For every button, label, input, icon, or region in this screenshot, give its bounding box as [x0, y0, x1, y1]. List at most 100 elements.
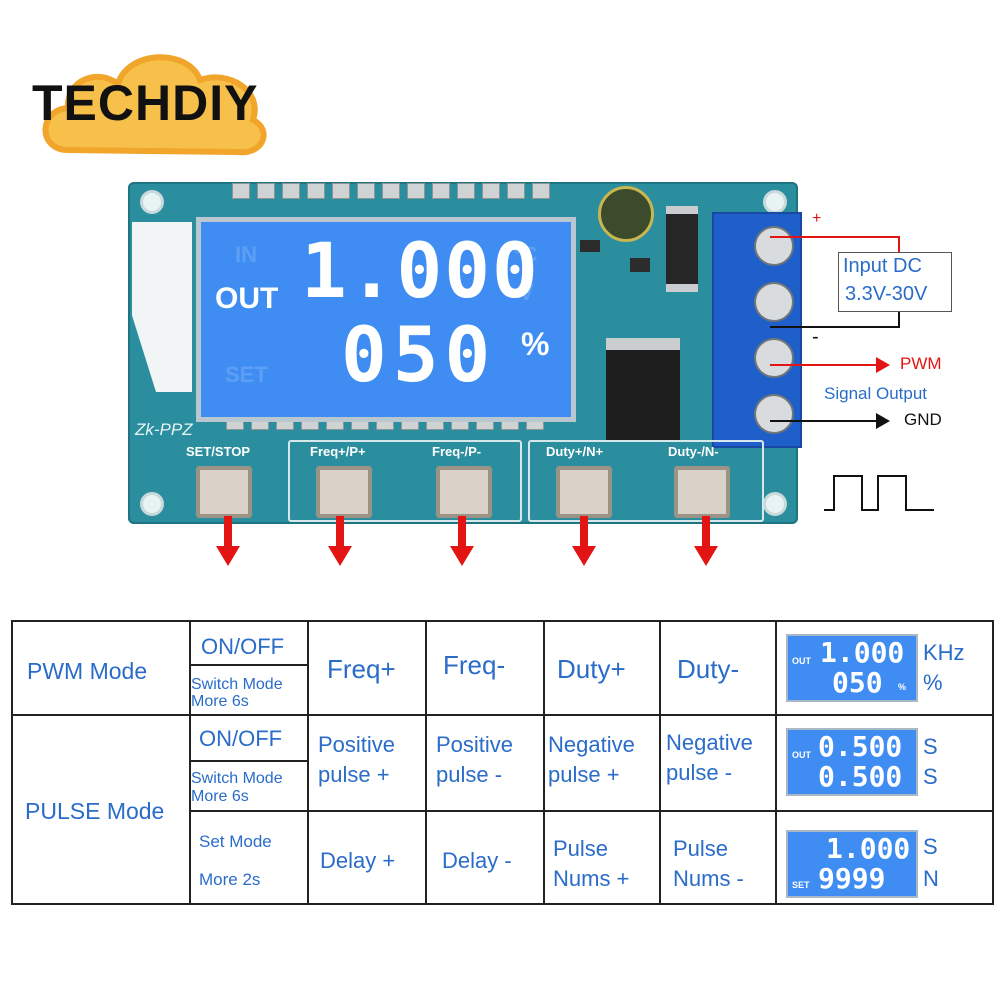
table-border [659, 620, 661, 905]
mini-lcd-line2: 050 [832, 666, 883, 699]
pwm-duty-plus: Duty+ [557, 654, 626, 684]
pulse-mini-lcd: OUT 0.500 0.500 [786, 728, 918, 796]
button-label-duty-minus: Duty-/N- [668, 444, 719, 459]
freq-minus-button[interactable] [436, 466, 492, 518]
table-border [189, 760, 309, 762]
table-border [992, 620, 994, 905]
negative-wire [898, 310, 900, 328]
input-dc-box: Input DC 3.3V-30V [838, 252, 952, 312]
down-arrow-icon [450, 546, 474, 566]
cloud-icon [42, 54, 267, 156]
down-arrow-icon [216, 546, 240, 566]
mini-lcd-line1: 1.000 [826, 832, 911, 865]
square-wave-icon [824, 475, 934, 511]
table-border [11, 620, 994, 622]
button-label-duty-plus: Duty+/N+ [546, 444, 604, 459]
delay-minus: Delay - [442, 848, 512, 873]
screw-terminal [754, 282, 794, 322]
pwm-arrow-icon [876, 357, 890, 373]
mount-hole [763, 190, 787, 214]
diode [666, 206, 698, 292]
negative-pulse-minus-line2: pulse - [666, 760, 733, 785]
pwm-freq-plus: Freq+ [327, 654, 396, 684]
table-border [543, 620, 545, 905]
set-mode-label: Set Mode [199, 832, 272, 851]
positive-pulse-minus-line2: pulse - [436, 762, 503, 787]
button-label-set-stop: SET/STOP [186, 444, 251, 459]
lcd-pin [507, 183, 525, 199]
function-table: PWM Mode ON/OFF Switch Mode More 6s Freq… [11, 620, 994, 905]
gnd-arrow-icon [876, 413, 890, 429]
lcd-display: IN SET °C V OUT 1.000 050 % [196, 217, 576, 422]
mini-lcd-out-label: OUT [792, 656, 811, 666]
pulse-switch-mode: Switch Mode [191, 770, 283, 787]
positive-wire [770, 236, 900, 238]
lcd-ghost-set: SET [225, 362, 268, 387]
pulse-unit-s2: S [923, 764, 938, 789]
screw-terminal [754, 338, 794, 378]
mount-hole [140, 492, 164, 516]
lcd-percent-unit: % [521, 326, 550, 362]
pwm-freq-minus: Freq- [443, 650, 506, 680]
negative-pulse-minus-line1: Negative [666, 730, 753, 755]
lcd-pin [282, 183, 300, 199]
mount-hole [763, 492, 787, 516]
delay-plus: Delay + [320, 848, 396, 873]
screw-terminal [754, 226, 794, 266]
terminal-block [712, 212, 802, 448]
duty-minus-button[interactable] [674, 466, 730, 518]
table-border [11, 620, 13, 905]
resistor [580, 240, 600, 252]
pulse-more-time: More 6s [191, 788, 249, 805]
table-border [189, 664, 309, 666]
lcd-ghost-in: IN [235, 242, 257, 267]
pulse-nums-minus-line2: Nums - [673, 866, 744, 891]
negative-wire [770, 326, 900, 328]
mini-lcd-line1: 0.500 [818, 730, 903, 763]
mount-hole [140, 190, 164, 214]
freq-button-group [288, 440, 522, 522]
pwm-unit-khz: KHz [923, 640, 965, 665]
freq-plus-button[interactable] [316, 466, 372, 518]
lcd-pin [307, 183, 325, 199]
set-mini-lcd: SET 1.000 9999 [786, 830, 918, 898]
set-stop-button[interactable] [196, 466, 252, 518]
button-label-freq-plus: Freq+/P+ [310, 444, 366, 459]
arrow-shaft [336, 516, 344, 546]
pulse-nums-minus-line1: Pulse [673, 836, 729, 861]
lcd-pin [407, 183, 425, 199]
lcd-pin [332, 183, 350, 199]
lcd-line2: 050 [341, 310, 497, 399]
lcd-pin [382, 183, 400, 199]
mosfet-chip [606, 338, 680, 440]
pwm-more-time: More 6s [191, 693, 249, 710]
mini-lcd-percent: % [898, 682, 907, 692]
pwm-switch-mode: Switch Mode [191, 676, 283, 693]
pulse-on-off: ON/OFF [199, 726, 283, 751]
pwm-unit-percent: % [923, 670, 943, 695]
positive-wire [898, 236, 900, 252]
logo-text: TECHDIY [32, 75, 259, 131]
duty-button-group [528, 440, 764, 522]
pulse-unit-s1: S [923, 734, 938, 759]
arrow-shaft [702, 516, 710, 546]
pulse-nums-plus-line2: Nums + [553, 866, 630, 891]
positive-pulse-plus-line2: pulse + [318, 762, 390, 787]
set-unit-s: S [923, 834, 938, 859]
mini-lcd-set-label: SET [792, 880, 810, 890]
lcd-pin [432, 183, 450, 199]
lcd-out-label: OUT [215, 282, 279, 315]
gnd-wire [770, 420, 880, 422]
positive-pulse-plus-line1: Positive [318, 732, 396, 757]
arrow-shaft [224, 516, 232, 546]
pwm-mode-label: PWM Mode [27, 658, 148, 684]
duty-plus-button[interactable] [556, 466, 612, 518]
input-dc-label: Input DC [843, 255, 922, 277]
lcd-line1: 1.000 [301, 226, 540, 315]
lcd-pin [482, 183, 500, 199]
table-border [775, 620, 777, 905]
input-voltage-range: 3.3V-30V [845, 283, 928, 305]
lcd-pin [532, 183, 550, 199]
mini-lcd-line2: 9999 [818, 862, 886, 895]
table-border [11, 714, 994, 716]
